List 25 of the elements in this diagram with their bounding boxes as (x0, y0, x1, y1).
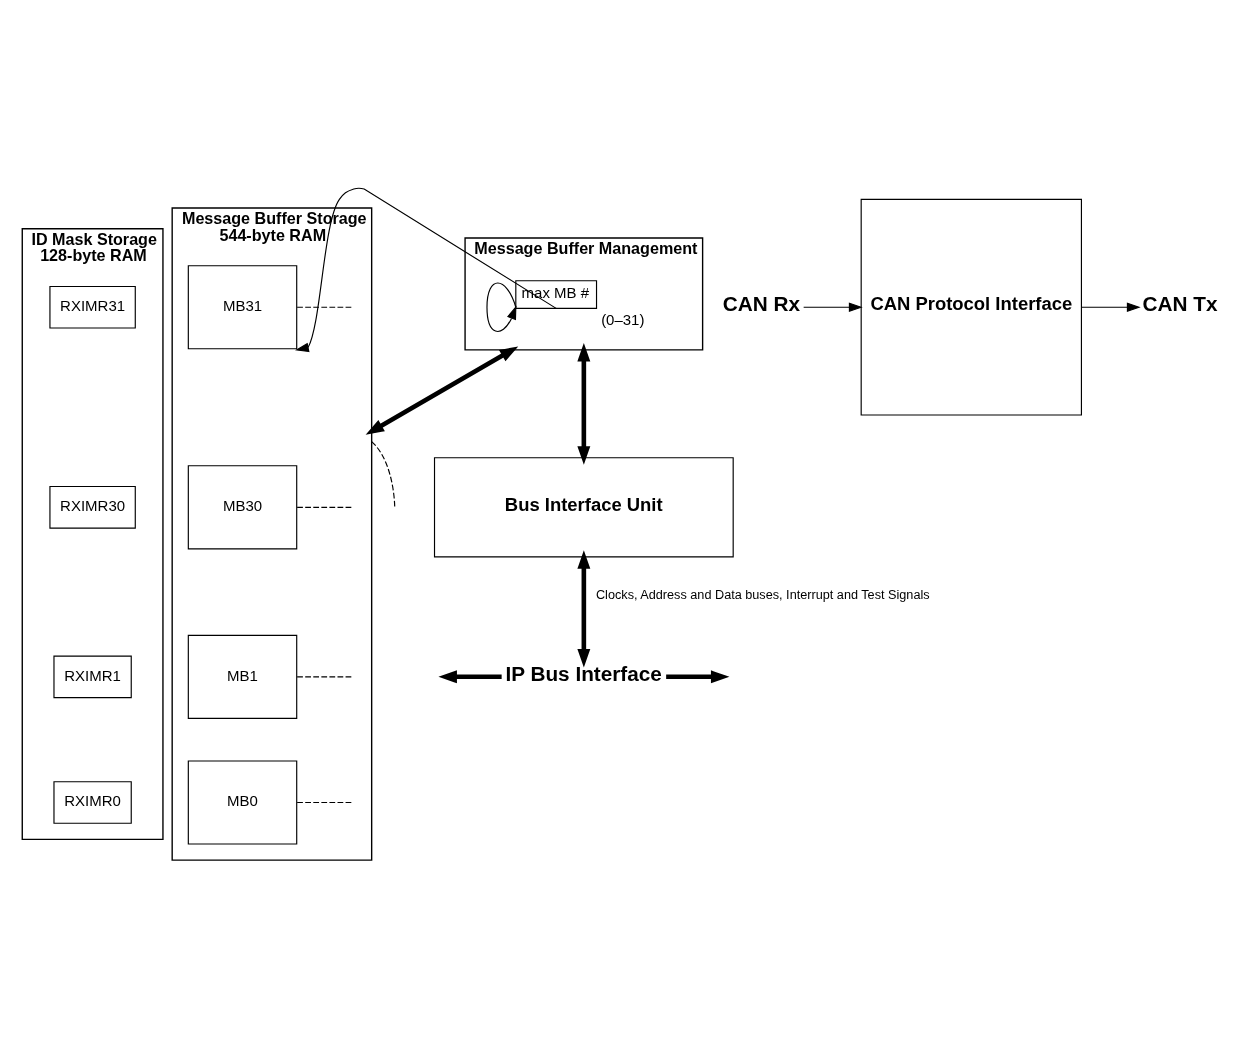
node-text: IP Bus Interface (505, 661, 662, 685)
node-text: CAN Tx (1142, 292, 1218, 316)
node-box: MB0 (187, 760, 298, 845)
node-box: MB31 (187, 265, 298, 350)
arrow (438, 670, 502, 684)
arrow (1081, 302, 1141, 313)
node-box: Bus Interface Unit (433, 457, 734, 558)
node-box: MB1 (187, 634, 298, 719)
arrow (577, 342, 591, 465)
connector (371, 441, 396, 508)
node-box: RXIMR30 (49, 485, 136, 529)
edge-label: Clocks, Address and Data buses, Interrupt and Test Signals (595, 588, 930, 603)
arrow (365, 346, 519, 435)
arrow (666, 670, 730, 684)
node-box: RXIMR0 (53, 781, 132, 824)
node-box: RXIMR1 (53, 655, 132, 699)
arrow (486, 282, 517, 332)
node-label: (0–31) (601, 310, 645, 328)
arrow (803, 302, 863, 313)
node-box: CAN Protocol Interface (860, 198, 1082, 416)
node-box: RXIMR31 (49, 285, 136, 329)
node-box: MB30 (187, 465, 298, 550)
arrow (295, 187, 557, 353)
arrow (577, 550, 591, 668)
node-text: CAN Rx (722, 292, 801, 316)
